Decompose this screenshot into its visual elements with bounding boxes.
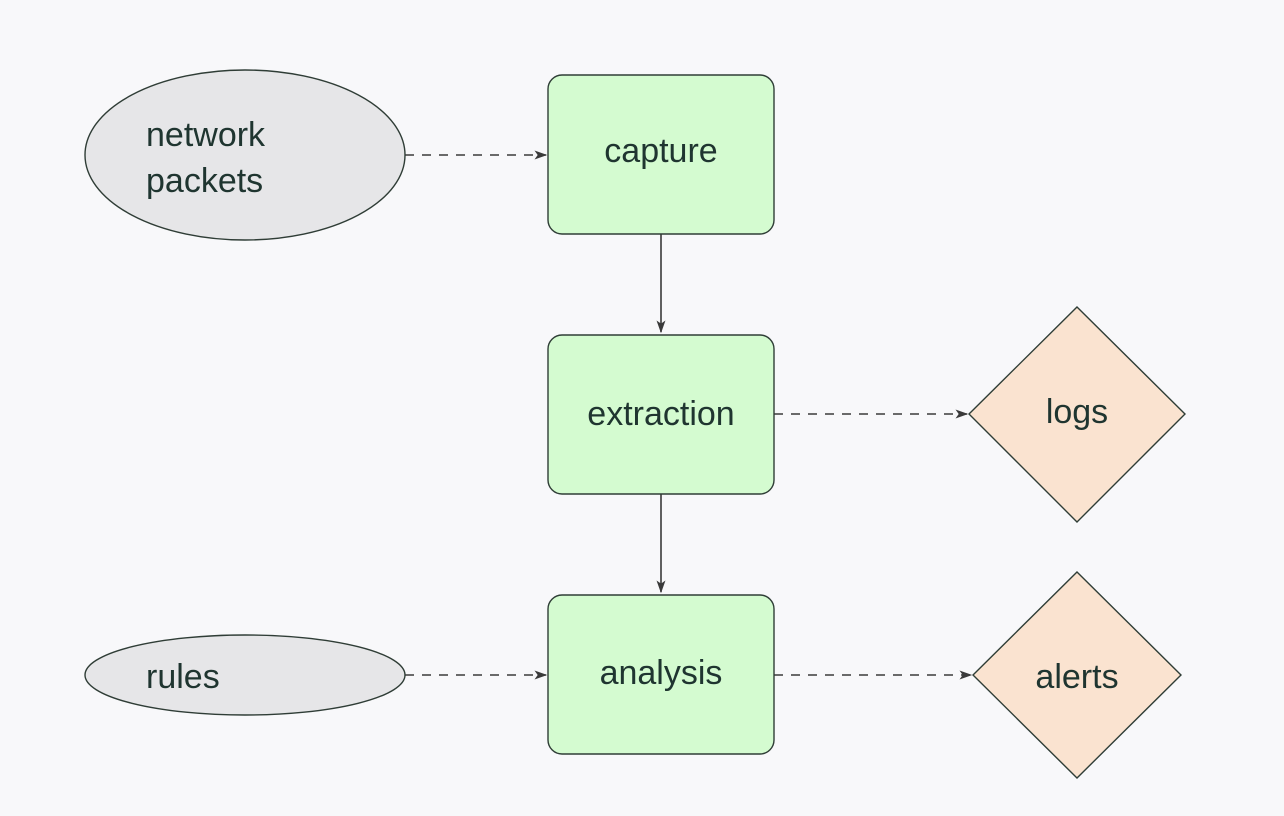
rules-shape <box>84 634 406 716</box>
node-alerts: alerts <box>972 571 1182 779</box>
extraction-box <box>547 334 775 495</box>
logs-shape <box>968 306 1186 523</box>
alerts-label: alerts <box>1035 658 1118 696</box>
node-network-packets: network packets <box>84 69 406 241</box>
rules-label: rules <box>146 658 220 696</box>
capture-box <box>547 74 775 235</box>
node-extraction: extraction <box>547 334 775 495</box>
extraction-label: extraction <box>587 395 734 433</box>
node-capture: capture <box>547 74 775 235</box>
network-packets-label-line1: network <box>146 116 266 154</box>
node-analysis: analysis <box>547 594 775 755</box>
capture-label: capture <box>604 132 717 170</box>
network-packets-label-line2: packets <box>146 162 263 200</box>
node-logs: logs <box>968 306 1186 523</box>
network-packets-shape <box>84 69 406 241</box>
logs-label: logs <box>1046 393 1108 431</box>
analysis-label: analysis <box>600 654 723 692</box>
alerts-shape <box>972 571 1182 779</box>
analysis-box <box>547 594 775 755</box>
node-rules: rules <box>84 634 406 716</box>
